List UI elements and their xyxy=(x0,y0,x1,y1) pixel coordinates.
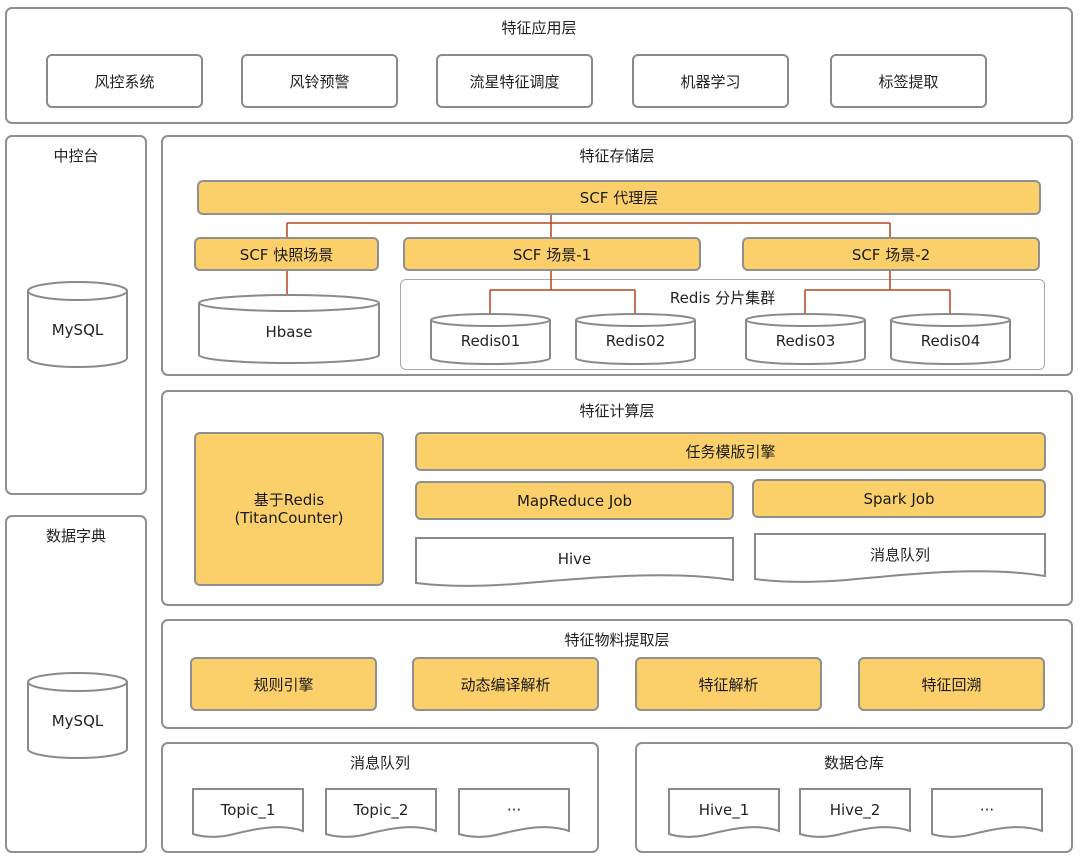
redis-node-03: Redis03 xyxy=(745,313,866,365)
redis-node-04: Redis04 xyxy=(890,313,1011,365)
warehouse-hive-2: Hive_2 xyxy=(799,788,911,840)
control-panel: 中控台 MySQL xyxy=(5,135,147,495)
mq-topic-more: ··· xyxy=(458,788,570,840)
scf-scene-2[interactable]: SCF 场景-2 xyxy=(742,237,1040,271)
document-shape-icon xyxy=(799,788,911,838)
database-cylinder-icon xyxy=(890,313,1011,365)
mq-topic-2: Topic_2 xyxy=(325,788,437,840)
mq-topic-1-label: Topic_1 xyxy=(220,801,276,819)
warehouse-panel: 数据仓库 Hive_1 Hive_2 ··· xyxy=(635,742,1073,853)
app-layer-panel: 特征应用层 风控系统 风铃预警 流星特征调度 机器学习 标签提取 xyxy=(5,7,1073,124)
mq-panel-title: 消息队列 xyxy=(349,754,410,772)
storage-layer-panel: 特征存储层 Redis 分片集群 SCF 代理层 SCF 快照场景 SCF 场景… xyxy=(161,135,1073,376)
app-item-risk-control[interactable]: 风控系统 xyxy=(46,54,203,108)
app-layer-title: 特征应用层 xyxy=(501,19,577,37)
database-cylinder-icon xyxy=(198,294,380,364)
control-mysql-database: MySQL xyxy=(27,281,128,368)
database-cylinder-icon xyxy=(27,672,128,759)
database-cylinder-icon xyxy=(745,313,866,365)
control-mysql-label: MySQL xyxy=(51,320,104,339)
database-cylinder-icon xyxy=(575,313,696,365)
database-cylinder-icon xyxy=(430,313,551,365)
dictionary-panel-title: 数据字典 xyxy=(45,527,106,545)
redis-titan-counter-line1: 基于Redis xyxy=(253,491,325,509)
document-shape-icon xyxy=(754,533,1046,583)
mq-label: 消息队列 xyxy=(869,545,930,564)
warehouse-more: ··· xyxy=(931,788,1043,840)
warehouse-panel-title: 数据仓库 xyxy=(823,754,884,772)
dynamic-compile-parse[interactable]: 动态编译解析 xyxy=(412,657,599,711)
task-template-engine[interactable]: 任务模版引擎 xyxy=(415,432,1046,471)
mq-topic-2-label: Topic_2 xyxy=(353,801,409,819)
compute-layer-title: 特征计算层 xyxy=(579,402,655,420)
mq-topic-more-label: ··· xyxy=(506,801,522,819)
redis-titan-counter-line2: (TitanCounter) xyxy=(234,509,344,527)
storage-layer-title: 特征存储层 xyxy=(579,147,655,165)
document-shape-icon xyxy=(668,788,780,838)
warehouse-hive-2-label: Hive_2 xyxy=(829,801,881,819)
dictionary-mysql-label: MySQL xyxy=(51,711,104,730)
warehouse-hive-1: Hive_1 xyxy=(668,788,780,840)
extraction-layer-title: 特征物料提取层 xyxy=(564,631,670,649)
rule-engine[interactable]: 规则引擎 xyxy=(190,657,377,711)
app-item-alert[interactable]: 风铃预警 xyxy=(241,54,398,108)
document-shape-icon xyxy=(192,788,304,838)
scf-scene-1[interactable]: SCF 场景-1 xyxy=(403,237,701,271)
compute-layer-panel: 特征计算层 基于Redis (TitanCounter) 任务模版引擎 MapR… xyxy=(161,390,1073,606)
hive-document: Hive xyxy=(415,537,734,589)
redis-node-01: Redis01 xyxy=(430,313,551,365)
dictionary-mysql-database: MySQL xyxy=(27,672,128,759)
app-item-tag-extraction[interactable]: 标签提取 xyxy=(830,54,987,108)
feature-backtrack[interactable]: 特征回溯 xyxy=(858,657,1045,711)
redis-node-02: Redis02 xyxy=(575,313,696,365)
hbase-database: Hbase xyxy=(198,294,380,364)
control-panel-title: 中控台 xyxy=(53,147,99,165)
redis-node-01-label: Redis01 xyxy=(460,332,521,350)
scf-proxy-layer[interactable]: SCF 代理层 xyxy=(197,180,1041,215)
extraction-layer-panel: 特征物料提取层 规则引擎 动态编译解析 特征解析 特征回溯 xyxy=(161,619,1073,729)
document-shape-icon xyxy=(931,788,1043,838)
redis-titan-counter[interactable]: 基于Redis (TitanCounter) xyxy=(194,432,384,586)
redis-node-04-label: Redis04 xyxy=(920,332,981,350)
database-cylinder-icon xyxy=(27,281,128,368)
redis-node-02-label: Redis02 xyxy=(605,332,666,350)
hbase-label: Hbase xyxy=(265,322,313,341)
warehouse-hive-1-label: Hive_1 xyxy=(698,801,750,819)
document-shape-icon xyxy=(325,788,437,838)
redis-node-03-label: Redis03 xyxy=(775,332,836,350)
app-item-machine-learning[interactable]: 机器学习 xyxy=(632,54,789,108)
document-shape-icon xyxy=(458,788,570,838)
warehouse-more-label: ··· xyxy=(979,801,995,819)
scf-snapshot-scene[interactable]: SCF 快照场景 xyxy=(194,237,379,271)
feature-parse[interactable]: 特征解析 xyxy=(635,657,822,711)
document-shape-icon xyxy=(415,537,734,587)
mq-topic-1: Topic_1 xyxy=(192,788,304,840)
app-item-meteor-scheduler[interactable]: 流星特征调度 xyxy=(436,54,593,108)
hive-label: Hive xyxy=(557,550,592,568)
dictionary-panel: 数据字典 MySQL xyxy=(5,515,147,853)
mq-panel: 消息队列 Topic_1 Topic_2 ··· xyxy=(161,742,599,853)
mq-document: 消息队列 xyxy=(754,533,1046,585)
spark-job[interactable]: Spark Job xyxy=(752,479,1046,518)
redis-cluster-title: Redis 分片集群 xyxy=(669,289,776,307)
mapreduce-job[interactable]: MapReduce Job xyxy=(415,481,734,520)
